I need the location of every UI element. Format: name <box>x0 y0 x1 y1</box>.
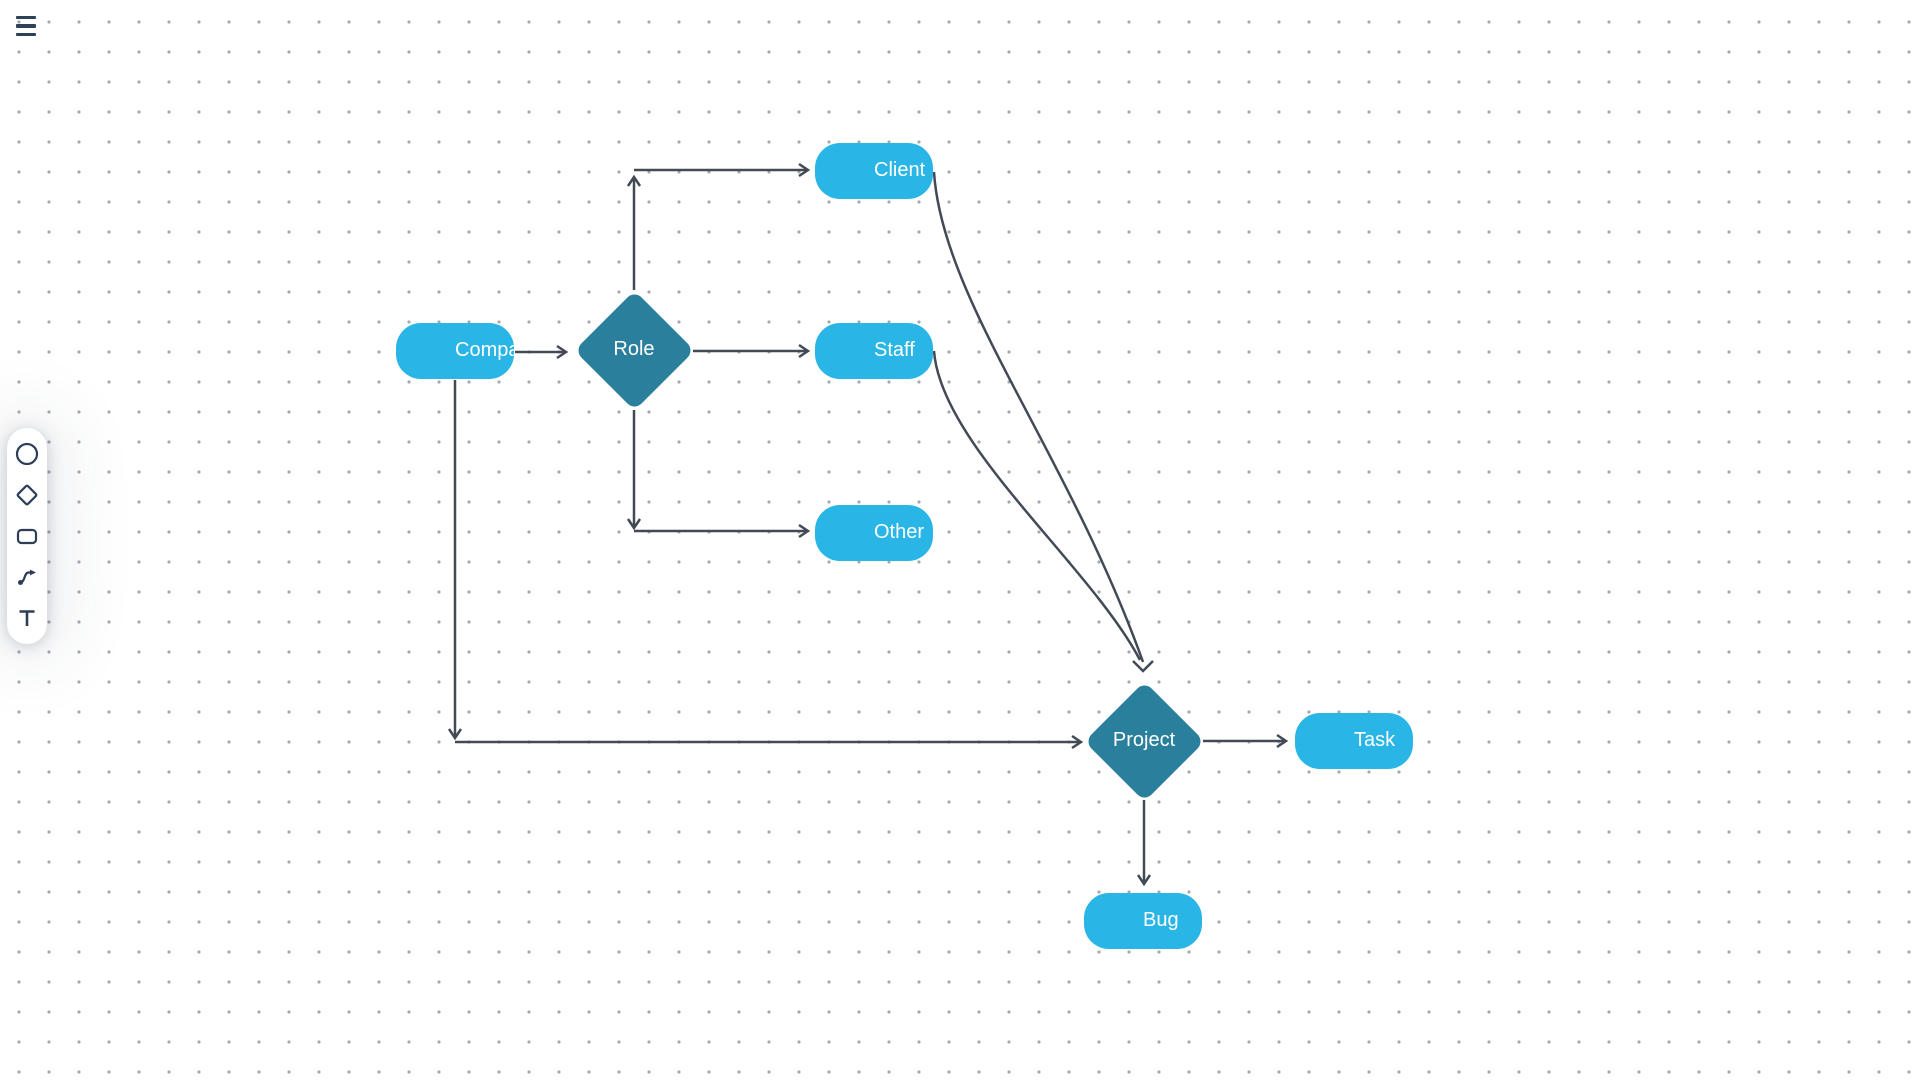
rectangle-icon <box>16 528 38 545</box>
node-bug-label: Bug <box>1143 908 1179 931</box>
node-task[interactable]: Task <box>1295 713 1413 769</box>
hamburger-menu-button[interactable] <box>16 16 38 36</box>
node-client[interactable]: Client <box>815 143 933 199</box>
hamburger-bar <box>16 32 36 36</box>
edge-role-other[interactable] <box>626 410 811 539</box>
hamburger-bar <box>16 24 36 28</box>
text-icon <box>19 610 35 626</box>
edge-merge-arrowhead <box>1132 660 1154 673</box>
hamburger-bar <box>16 16 36 20</box>
tool-circle-button[interactable] <box>15 442 39 466</box>
diamond-icon <box>16 484 38 506</box>
node-task-label: Task <box>1354 728 1396 751</box>
tool-diamond-button[interactable] <box>15 483 39 507</box>
tool-text-button[interactable] <box>15 606 39 630</box>
tool-rectangle-button[interactable] <box>15 524 39 548</box>
node-other-label: Other <box>874 520 925 543</box>
edge-role-client[interactable] <box>626 162 811 290</box>
node-other[interactable]: Other <box>815 505 933 561</box>
node-company-label: Company <box>455 338 514 361</box>
node-client-label: Client <box>874 158 926 181</box>
node-staff[interactable]: Staff <box>815 323 933 379</box>
circle-icon <box>15 442 39 466</box>
edge-staff-project[interactable] <box>932 350 1142 661</box>
connector-icon <box>18 569 36 585</box>
node-company[interactable]: Company <box>396 323 514 379</box>
edge-company-project[interactable] <box>447 380 1084 750</box>
node-bug[interactable]: Bug <box>1084 893 1202 949</box>
node-staff-label: Staff <box>874 338 915 361</box>
shape-toolbar <box>7 428 47 644</box>
edge-client-project[interactable] <box>932 171 1145 663</box>
tool-connector-button[interactable] <box>15 565 39 589</box>
